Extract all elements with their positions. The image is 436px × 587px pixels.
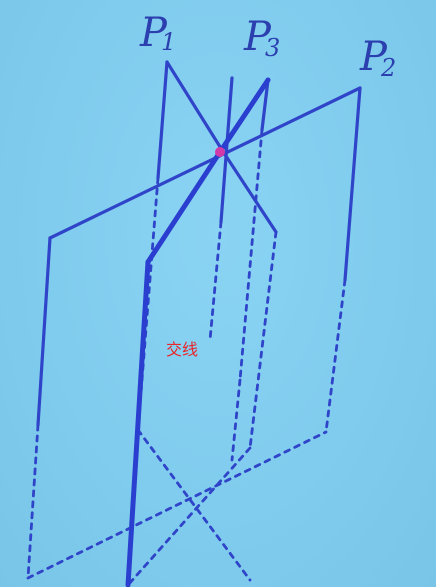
plane-p2-right-edge (343, 86, 362, 282)
plane-p1-top-left-edge (156, 60, 169, 180)
intersection-annotation: 交线 (166, 342, 199, 359)
plane-p2 (26, 86, 362, 580)
intersection-line (125, 77, 271, 587)
plane-p3-right-edge (260, 78, 270, 132)
label-p1-sub: 1 (161, 28, 176, 56)
intersection-line-lower (125, 259, 151, 587)
plane-p2-bottom-edge-hidden (26, 430, 328, 580)
label-p2: P 2 (359, 34, 396, 82)
plane-p1-cross-lower-a (136, 428, 252, 582)
plane-p1-cross-lower-b (126, 446, 252, 587)
label-p2-main: P (359, 34, 388, 80)
plane-p2-left-edge-hidden (26, 423, 40, 580)
plane-p3-lower-edge-hidden (230, 378, 242, 462)
label-p1-main: P (139, 10, 168, 56)
label-p2-sub: 2 (380, 54, 396, 82)
plane-p1-right-edge (220, 148, 278, 234)
label-p3-main: P (243, 14, 272, 60)
plane-p3 (208, 76, 270, 462)
plane-p1-top-edge (165, 60, 224, 152)
plane-p2-right-edge-hidden (324, 278, 347, 434)
plane-p3-right-edge-hidden (238, 128, 264, 382)
label-p3: P 3 (243, 14, 280, 62)
intersection-point (215, 147, 225, 157)
intersection-line-upper (145, 77, 271, 265)
plane-p2-left-edge (36, 236, 52, 427)
plane-p3-left-edge (219, 76, 234, 224)
plane-p2-top-edge (48, 86, 362, 240)
plane-p1 (126, 60, 278, 587)
label-p1: P 1 (139, 10, 176, 56)
label-p3-sub: 3 (265, 34, 280, 62)
plane-p1-right-edge-hidden (248, 230, 278, 450)
plane-p3-left-edge-hidden (208, 220, 223, 342)
